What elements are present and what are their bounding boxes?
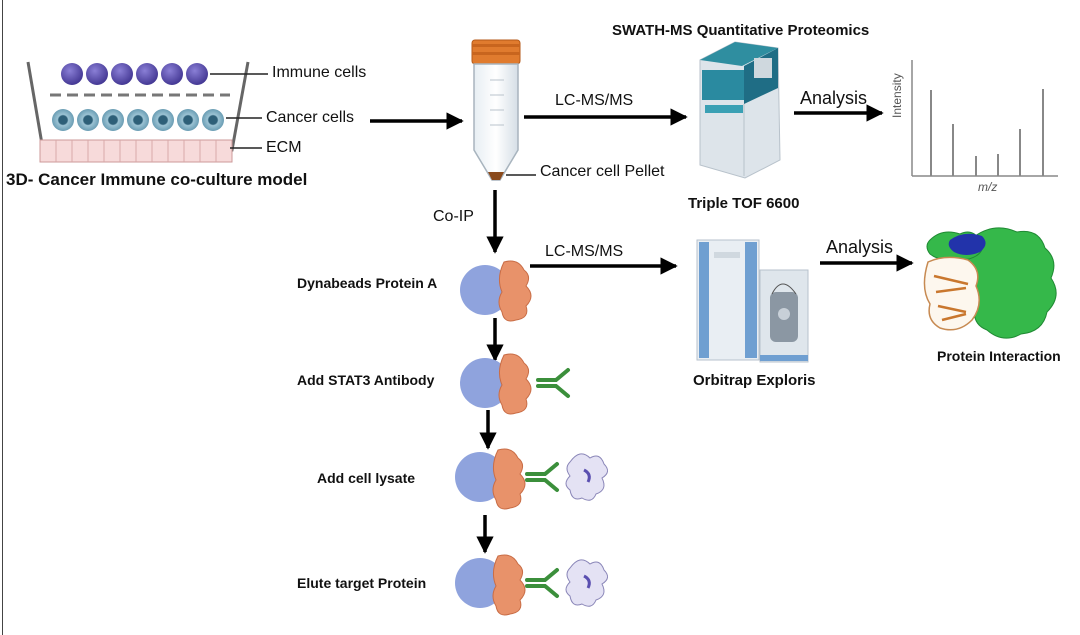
triple-tof-instrument-icon <box>699 41 781 179</box>
ecm-layer <box>39 139 233 163</box>
step-elute: Elute target Protein <box>297 575 427 591</box>
ecm-label: ECM <box>266 139 302 156</box>
antibody-icon <box>525 462 559 492</box>
mass-spectrum-plot <box>911 60 1058 177</box>
pellet-label: Cancer cell Pellet <box>540 163 665 180</box>
analysis-label-1: Analysis <box>800 88 868 108</box>
analysis-label-2: Analysis <box>826 237 894 257</box>
step-add-antibody: Add STAT3 Antibody <box>297 372 435 388</box>
step-add-lysate: Add cell lysate <box>317 470 416 486</box>
cancer-cells-label: Cancer cells <box>266 109 355 126</box>
falcon-tube-icon <box>471 39 536 181</box>
protein-interaction-structure <box>923 227 1057 339</box>
target-protein-icon <box>565 453 608 501</box>
orbitrap-label: Orbitrap Exploris <box>693 372 816 389</box>
coculture-title: 3D- Cancer Immune co-culture model <box>6 170 308 189</box>
coip-stage-1 <box>460 260 532 322</box>
coip-stage-4 <box>455 554 608 616</box>
immune-cells-label: Immune cells <box>272 64 367 81</box>
orbitrap-instrument-icon <box>696 239 809 363</box>
spectrum-x-label: m/z <box>978 180 998 194</box>
swath-title: SWATH-MS Quantitative Proteomics <box>612 22 870 39</box>
triple-tof-label: Triple TOF 6600 <box>688 195 800 212</box>
coculture-well <box>26 61 268 163</box>
lcms-label-1: LC-MS/MS <box>555 92 634 109</box>
coip-stage-2 <box>460 353 570 415</box>
immune-cells <box>61 63 208 85</box>
coip-label: Co-IP <box>433 208 474 225</box>
coip-stage-3 <box>455 448 608 510</box>
protein-interaction-label: Protein Interaction <box>937 348 1061 364</box>
left-border-line <box>2 0 3 635</box>
spectrum-y-label: Intensity <box>890 73 904 118</box>
cancer-cells <box>52 109 224 131</box>
antibody-icon <box>525 568 559 598</box>
step-dynabeads: Dynabeads Protein A <box>297 275 438 291</box>
lcms-label-2: LC-MS/MS <box>545 243 624 260</box>
target-protein-icon <box>565 559 608 607</box>
antibody-icon <box>536 368 570 398</box>
